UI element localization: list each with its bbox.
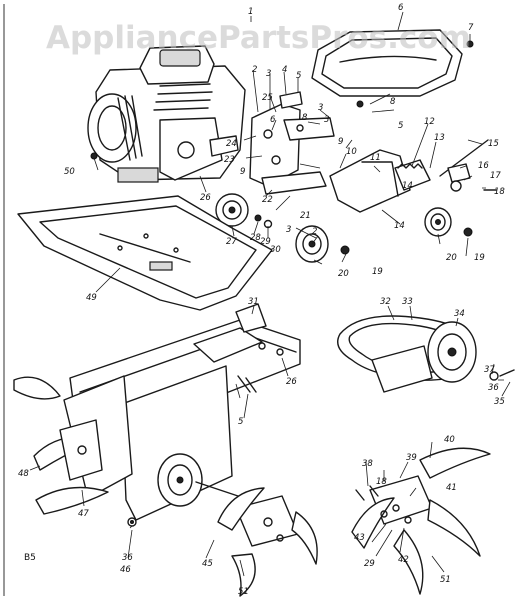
callout-43: 43 <box>354 533 365 543</box>
callout-3d: 3 <box>286 225 291 235</box>
callout-31: 31 <box>248 297 259 307</box>
callout-49: 49 <box>86 293 97 303</box>
callout-34: 34 <box>454 309 465 319</box>
callout-18: 18 <box>494 187 505 197</box>
callout-51b: 51 <box>440 575 451 585</box>
idler-arm <box>329 149 431 213</box>
callout-23: 23 <box>224 155 235 165</box>
callout-48: 48 <box>18 469 29 479</box>
callout-30: 30 <box>270 245 281 255</box>
callout-13: 13 <box>434 133 445 143</box>
shift-lever <box>439 139 489 192</box>
callout-17: 17 <box>490 171 501 181</box>
callout-14: 14 <box>394 221 405 231</box>
callout-3: 3 <box>266 69 271 79</box>
callout-18b: 18 <box>376 477 387 487</box>
callout-33: 33 <box>402 297 413 307</box>
callout-36: 36 <box>122 553 133 563</box>
callout-42: 42 <box>398 555 409 565</box>
callout-20b: 20 <box>446 253 457 263</box>
callout-2: 2 <box>252 65 257 75</box>
callout-4: 4 <box>282 65 287 75</box>
callout-51: 51 <box>238 587 249 597</box>
callout-28: 28 <box>250 233 261 243</box>
callout-9b: 9 <box>338 137 343 147</box>
callout-9: 9 <box>240 167 245 177</box>
spring <box>397 163 423 169</box>
callout-19b: 19 <box>474 253 485 263</box>
page-label: B5 <box>24 553 36 563</box>
watermark-text: AppliancePartsPros.com <box>46 20 471 56</box>
callout-35: 35 <box>494 397 505 407</box>
callout-11: 11 <box>370 153 381 163</box>
callout-25: 25 <box>262 93 273 103</box>
transmission-pulley <box>371 321 477 393</box>
callout-15: 15 <box>488 139 499 149</box>
callout-50: 50 <box>64 167 75 177</box>
callout-46: 46 <box>120 565 131 575</box>
callout-36b: 36 <box>488 383 499 393</box>
callout-29b: 29 <box>364 559 375 569</box>
callout-5: 5 <box>296 71 301 81</box>
callout-6: 6 <box>398 3 404 13</box>
callout-26b: 26 <box>286 377 297 387</box>
right-tine-assembly <box>217 487 318 597</box>
callout-19: 19 <box>372 267 383 277</box>
engine-assembly <box>87 45 246 183</box>
transmission-housing <box>63 303 301 521</box>
callout-3b: 3 <box>318 103 323 113</box>
callout-12: 12 <box>424 117 435 127</box>
callout-6b: 6 <box>270 115 276 125</box>
callout-27: 27 <box>226 237 237 247</box>
callout-21: 21 <box>300 211 311 221</box>
callout-1: 1 <box>248 7 253 17</box>
callout-45: 45 <box>202 559 213 569</box>
small-bolts <box>127 375 379 527</box>
callout-5c: 5 <box>238 417 243 427</box>
callout-41: 41 <box>446 483 457 493</box>
engine-cover <box>311 29 463 97</box>
callout-8b: 8 <box>302 113 308 123</box>
callout-32: 32 <box>380 297 391 307</box>
callout-40: 40 <box>444 435 455 445</box>
callout-10: 10 <box>346 147 357 157</box>
shift-bracket-assembly <box>249 91 335 195</box>
callout-14b: 14 <box>402 181 413 191</box>
callout-39: 39 <box>406 453 417 463</box>
hardware-fasteners <box>90 40 497 255</box>
callout-37: 37 <box>484 365 495 375</box>
base-plate <box>17 195 273 311</box>
callout-5b: 5 <box>398 121 403 131</box>
idler-pulley-right <box>424 207 452 237</box>
callout-7: 7 <box>468 23 474 33</box>
callout-38: 38 <box>362 459 373 469</box>
callout-8: 8 <box>390 97 396 107</box>
left-tine-assembly <box>13 376 109 515</box>
callout-24: 24 <box>226 139 237 149</box>
callout-16: 16 <box>478 161 489 171</box>
callout-26: 26 <box>200 193 211 203</box>
tine-detail-assembly <box>351 447 491 595</box>
callout-47: 47 <box>78 509 89 519</box>
callout-2b: 2 <box>312 227 317 237</box>
callout-22: 22 <box>262 195 273 205</box>
callout-labels: 1 2 2 3 3 3 3 4 5 5 5 6 6 7 8 8 9 9 10 1… <box>18 3 511 597</box>
callout-3c: 3 <box>324 115 329 125</box>
callout-29: 29 <box>260 237 271 247</box>
callout-20: 20 <box>338 269 349 279</box>
